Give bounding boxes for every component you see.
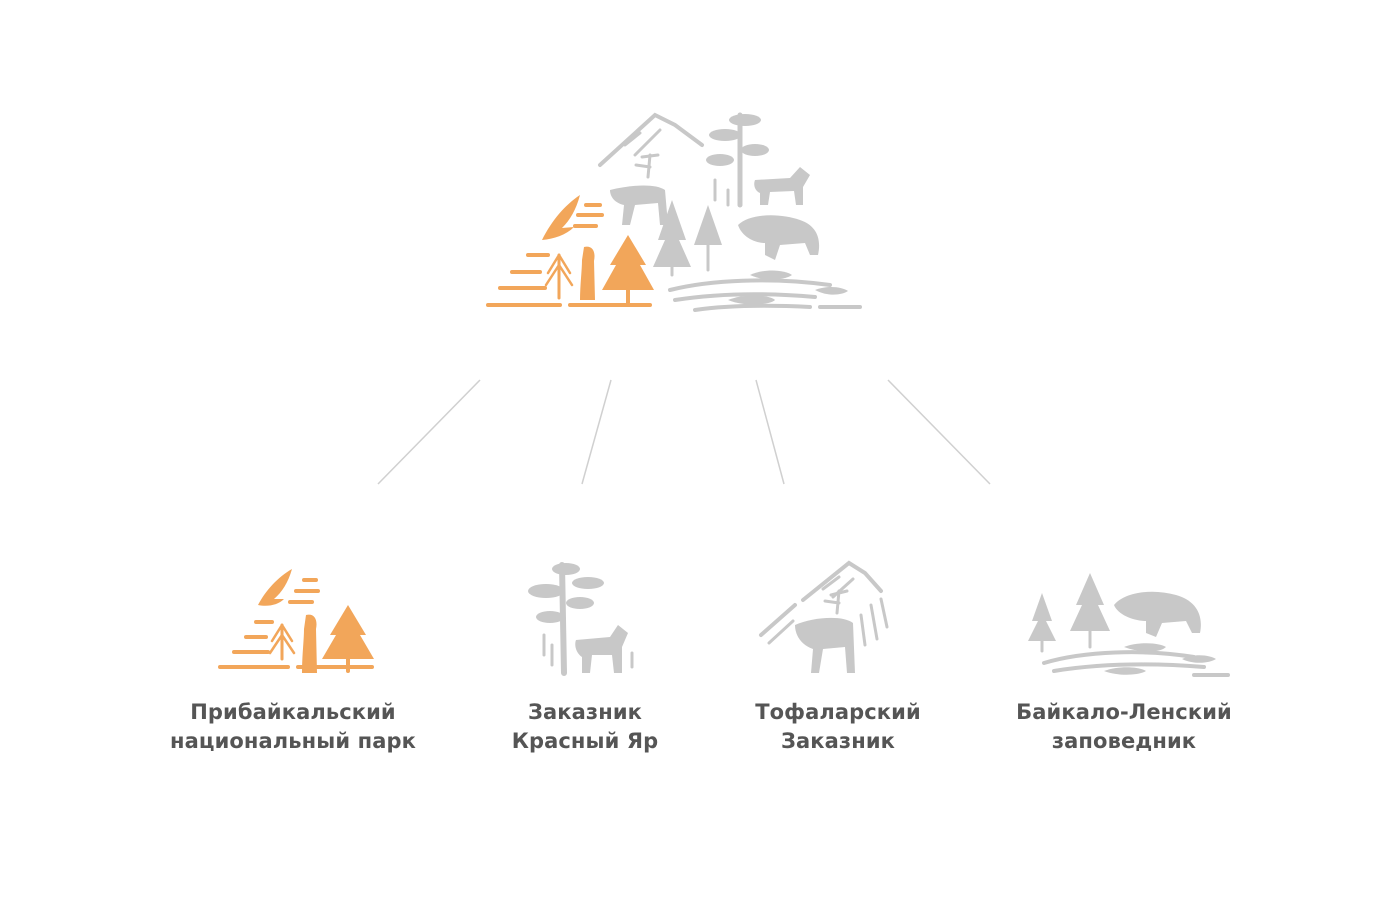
connector-line-2 [581, 379, 612, 485]
brand-pribaikalsky: Прибайкальский национальный парк [158, 555, 428, 756]
brand-title-line-1: Прибайкальский [190, 700, 396, 724]
brand-baikalo-lensky: Байкало-Ленский заповедник [989, 555, 1259, 756]
brand-krasny-yar: Заказник Красный Яр [450, 555, 720, 756]
master-logo [486, 112, 862, 312]
brand-title-line-1: Заказник [528, 700, 642, 724]
connector-line-3 [755, 379, 785, 485]
spruce-bear-fish-icon [1028, 573, 1230, 677]
brand-tofalarsky: Тофаларский Заказник [703, 555, 973, 756]
gray-animals-icon [598, 112, 862, 312]
brand-title: Прибайкальский национальный парк [158, 698, 428, 756]
connector-line-1 [377, 379, 481, 485]
mountain-deer-icon [759, 560, 889, 673]
brand-title: Тофаларский Заказник [703, 698, 973, 756]
brand-title-line-2: Красный Яр [511, 729, 659, 753]
brand-title-line-1: Байкало-Ленский [1016, 700, 1232, 724]
brand-title-line-2: заповедник [1051, 729, 1197, 753]
connector-line-4 [887, 379, 991, 485]
brand-title: Заказник Красный Яр [450, 698, 720, 756]
eagle-meerkat-pine-icon [486, 195, 654, 307]
brand-title-line-2: национальный парк [170, 729, 416, 753]
brand-title: Байкало-Ленский заповедник [989, 698, 1259, 756]
eagle-meerkat-pine-icon [218, 569, 374, 673]
brand-title-line-2: Заказник [781, 729, 895, 753]
tree-moose-icon [528, 562, 634, 676]
brand-title-line-1: Тофаларский [755, 700, 921, 724]
